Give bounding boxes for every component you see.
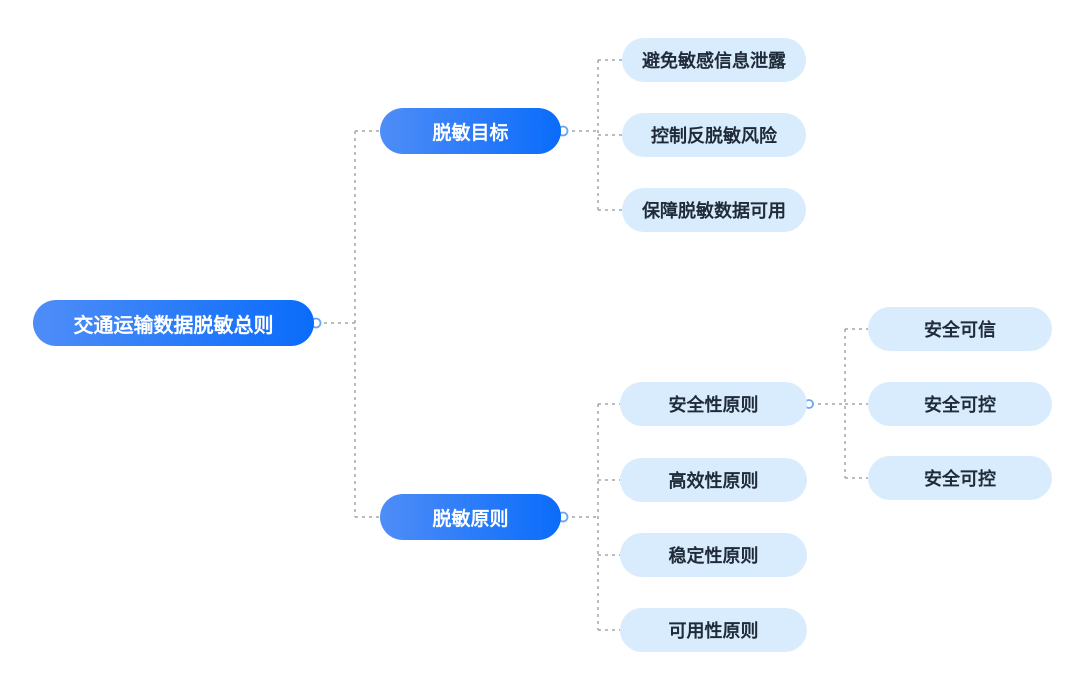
- leaf-node-secure-controllable-2[interactable]: 安全可控: [868, 456, 1052, 500]
- leaf-node-secure-controllable-1-label: 安全可控: [924, 395, 996, 415]
- node-stability-principle-label: 稳定性原则: [668, 546, 759, 566]
- node-usability-principle[interactable]: 可用性原则: [620, 608, 807, 652]
- branch-node-goals-label: 脱敏目标: [432, 122, 509, 144]
- leaf-node-secure-trustworthy[interactable]: 安全可信: [868, 307, 1052, 351]
- connector-goals-leaves: [565, 59, 622, 211]
- leaf-node-ensure-usability[interactable]: 保障脱敏数据可用: [622, 188, 806, 232]
- leaf-node-avoid-leakage[interactable]: 避免敏感信息泄露: [622, 38, 806, 82]
- leaf-node-secure-controllable-1[interactable]: 安全可控: [868, 382, 1052, 426]
- root-node[interactable]: 交通运输数据脱敏总则: [33, 300, 314, 346]
- leaf-node-ensure-usability-label: 保障脱敏数据可用: [642, 201, 786, 221]
- connector-security-leaves: [811, 328, 868, 479]
- leaf-node-control-risk-label: 控制反脱敏风险: [651, 126, 777, 146]
- leaf-node-secure-trustworthy-label: 安全可信: [924, 320, 996, 340]
- node-efficiency-principle[interactable]: 高效性原则: [620, 458, 807, 502]
- branch-node-principles[interactable]: 脱敏原则: [380, 494, 561, 540]
- root-node-label: 交通运输数据脱敏总则: [73, 314, 274, 337]
- node-stability-principle[interactable]: 稳定性原则: [620, 533, 807, 577]
- node-efficiency-principle-label: 高效性原则: [668, 471, 759, 491]
- node-usability-principle-label: 可用性原则: [668, 621, 759, 641]
- node-security-principle-label: 安全性原则: [668, 395, 759, 415]
- leaf-node-secure-controllable-2-label: 安全可控: [924, 469, 996, 489]
- node-security-principle[interactable]: 安全性原则: [620, 382, 807, 426]
- connector-root-branches: [317, 130, 380, 518]
- leaf-node-control-risk[interactable]: 控制反脱敏风险: [622, 113, 806, 157]
- leaf-node-avoid-leakage-label: 避免敏感信息泄露: [642, 51, 786, 71]
- branch-node-principles-label: 脱敏原则: [432, 508, 509, 530]
- branch-node-goals[interactable]: 脱敏目标: [380, 108, 561, 154]
- connector-principles-children: [565, 403, 620, 631]
